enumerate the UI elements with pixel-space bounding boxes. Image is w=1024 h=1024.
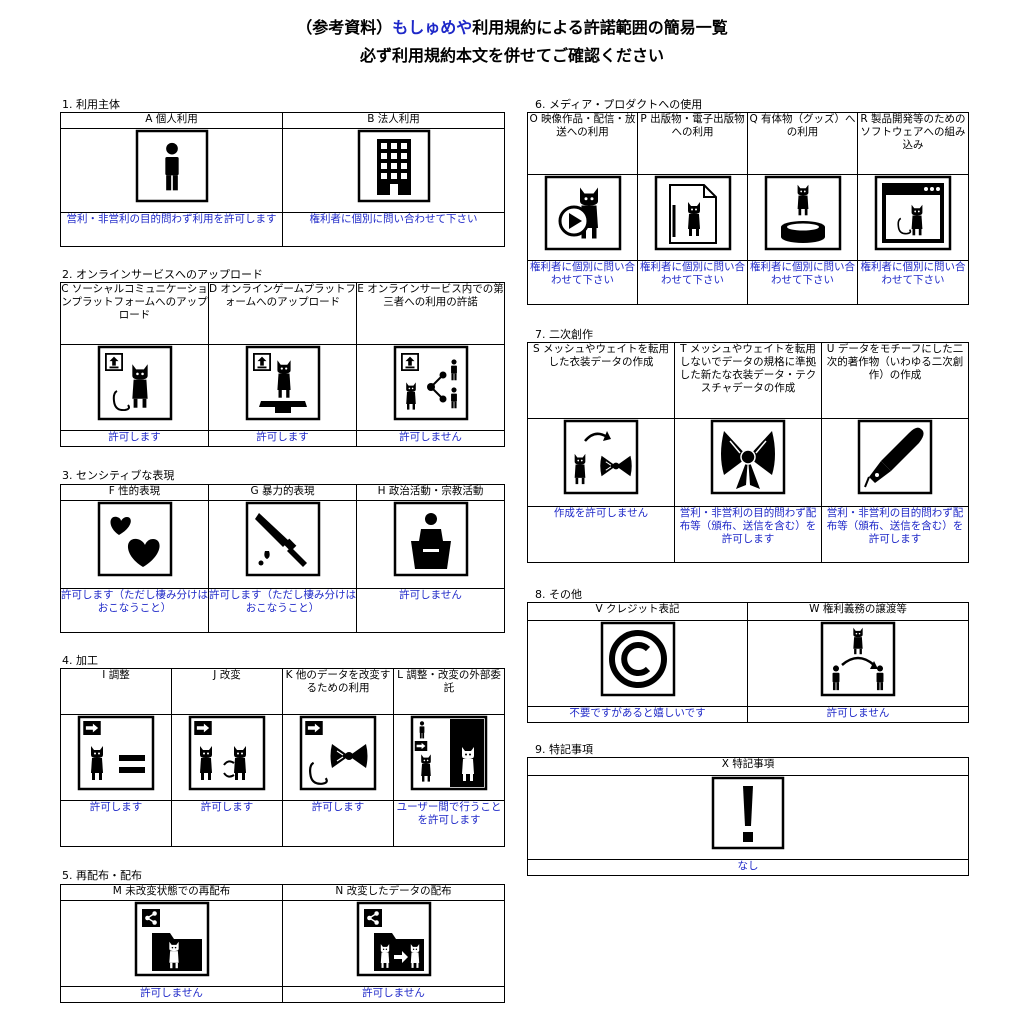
section-6-table: O 映像作品・配信・放送への利用 P 出版物・電子出版物への利用 Q 有体物（グ… <box>527 112 969 305</box>
item-head-c: C ソーシャルコミュニケーションプラットフォームへのアップロード <box>60 282 209 345</box>
item-perm-j: 許可します <box>171 800 283 847</box>
item-perm-w: 許可しません <box>747 706 969 723</box>
item-perm-r: 権利者に個別に問い合わせて下さい <box>857 260 969 305</box>
item-perm-p: 権利者に個別に問い合わせて下さい <box>637 260 748 305</box>
item-perm-q: 権利者に個別に問い合わせて下さい <box>747 260 858 305</box>
section-4-table: I 調整 J 改変 K 他のデータを改変するための利用 L 調整・改変の外部委託… <box>60 668 505 847</box>
share-folder-icon <box>134 901 209 977</box>
page-subtitle: 必ず利用規約本文を併せてご確認ください <box>359 46 664 65</box>
item-head-f: F 性的表現 <box>60 484 209 501</box>
item-head-h: H 政治活動・宗教活動 <box>356 484 505 501</box>
costume-icon <box>710 419 786 495</box>
outsource-icon <box>410 715 488 791</box>
item-perm-f: 許可します（ただし棲み分けはおこなうこと） <box>60 588 209 633</box>
item-head-q: Q 有体物（グッズ）への利用 <box>747 112 858 175</box>
section-title-8: 8. その他 <box>535 588 582 601</box>
copyright-icon <box>600 621 675 697</box>
section-1-table: A 個人利用 B 法人利用 営利・非営利の目的問わず利用を許可します 権利者に個… <box>60 112 505 247</box>
item-head-s: S メッシュやウェイトを転用した衣装データの作成 <box>527 342 675 419</box>
item-head-l: L 調整・改変の外部委託 <box>393 668 505 715</box>
item-perm-n: 許可しません <box>282 986 505 1003</box>
item-perm-e: 許可しません <box>356 430 505 447</box>
item-perm-o: 権利者に個別に問い合わせて下さい <box>527 260 638 305</box>
item-perm-c: 許可します <box>60 430 209 447</box>
convert-costume-icon <box>563 419 639 495</box>
item-head-r: R 製品開発等のためのソフトウェアへの組み込み <box>857 112 969 175</box>
item-head-x: X 特記事項 <box>527 757 969 776</box>
item-perm-l: ユーザー間で行うことを許可します <box>393 800 505 847</box>
item-head-e: E オンラインサービス内での第三者への利用の許諾 <box>356 282 505 345</box>
section-9-table: X 特記事項 なし <box>527 757 969 876</box>
section-title-3: 3. センシティブな表現 <box>62 469 175 482</box>
item-perm-b: 権利者に個別に問い合わせて下さい <box>282 212 505 247</box>
section-title-2: 2. オンラインサービスへのアップロード <box>62 268 263 281</box>
video-play-icon <box>544 175 621 251</box>
item-head-u: U データをモチーフにした二次的著作物（いわゆる二次創作）の作成 <box>821 342 969 419</box>
section-3-table: F 性的表現 G 暴力的表現 H 政治活動・宗教活動 許可します（ただし棲み分け… <box>60 484 505 633</box>
share-modified-folder-icon <box>356 901 431 977</box>
upload-game-icon <box>245 345 320 421</box>
item-head-k: K 他のデータを改変するための利用 <box>282 668 394 715</box>
item-perm-d: 許可します <box>208 430 357 447</box>
item-head-d: D オンラインゲームプラットフォームへのアップロード <box>208 282 357 345</box>
podium-speaker-icon <box>393 501 468 577</box>
knife-icon <box>245 501 320 577</box>
item-perm-x: なし <box>527 859 969 876</box>
section-title-7: 7. 二次創作 <box>535 328 593 341</box>
section-2-table: C ソーシャルコミュニケーションプラットフォームへのアップロード D オンライン… <box>60 282 505 447</box>
item-head-p: P 出版物・電子出版物への利用 <box>637 112 748 175</box>
modify-other-data-icon <box>299 715 377 791</box>
item-perm-h: 許可しません <box>356 588 505 633</box>
item-head-a: A 個人利用 <box>60 112 283 129</box>
item-perm-t: 営利・非営利の目的問わず配布等（頒布、送信を含む）を許可します <box>674 506 822 563</box>
item-head-v: V クレジット表記 <box>527 602 748 621</box>
publication-icon <box>654 175 731 251</box>
item-perm-m: 許可しません <box>60 986 283 1003</box>
software-window-icon <box>874 175 952 251</box>
item-head-j: J 改変 <box>171 668 283 715</box>
item-head-m: M 未改変状態での再配布 <box>60 884 283 901</box>
modify-icon <box>188 715 266 791</box>
section-title-1: 1. 利用主体 <box>62 98 120 111</box>
hearts-icon <box>97 501 172 577</box>
item-perm-i: 許可します <box>60 800 172 847</box>
item-perm-g: 許可します（ただし棲み分けはおこなうこと） <box>208 588 357 633</box>
section-7-table: S メッシュやウェイトを転用した衣装データの作成 T メッシュやウェイトを転用し… <box>527 342 969 563</box>
upload-share-third-party-icon <box>393 345 468 421</box>
figure-goods-icon <box>764 175 841 251</box>
transfer-rights-icon <box>820 621 896 697</box>
adjust-equal-icon <box>77 715 155 791</box>
section-8-table: V クレジット表記 W 権利義務の譲渡等 不要ですがあると嬉しいです 許可しませ… <box>527 602 969 723</box>
item-head-t: T メッシュやウェイトを転用しないでデータの規格に準拠した新たな衣装データ・テク… <box>674 342 822 419</box>
item-head-g: G 暴力的表現 <box>208 484 357 501</box>
item-head-i: I 調整 <box>60 668 172 715</box>
pen-nib-icon <box>857 419 933 495</box>
item-perm-a: 営利・非営利の目的問わず利用を許可します <box>60 212 283 247</box>
title-highlight: もしゅめや <box>392 18 473 37</box>
item-perm-k: 許可します <box>282 800 394 847</box>
item-head-w: W 権利義務の譲渡等 <box>747 602 969 621</box>
item-perm-u: 営利・非営利の目的問わず配布等（頒布、送信を含む）を許可します <box>821 506 969 563</box>
section-title-4: 4. 加工 <box>62 654 98 667</box>
page-title: （参考資料）もしゅめや利用規約による許諾範囲の簡易一覧 <box>296 18 728 37</box>
item-perm-v: 不要ですがあると嬉しいです <box>527 706 748 723</box>
building-icon <box>357 129 430 203</box>
section-title-5: 5. 再配布・配布 <box>62 869 142 882</box>
person-icon <box>135 129 208 203</box>
section-title-9: 9. 特記事項 <box>535 743 593 756</box>
upload-social-icon <box>97 345 172 421</box>
exclamation-icon <box>711 776 785 850</box>
item-head-n: N 改変したデータの配布 <box>282 884 505 901</box>
section-title-6: 6. メディア・プロダクトへの使用 <box>535 98 703 111</box>
item-head-b: B 法人利用 <box>282 112 505 129</box>
section-5-table: M 未改変状態での再配布 N 改変したデータの配布 許可しません 許可しません <box>60 884 505 1003</box>
item-perm-s: 作成を許可しません <box>527 506 675 563</box>
item-head-o: O 映像作品・配信・放送への利用 <box>527 112 638 175</box>
